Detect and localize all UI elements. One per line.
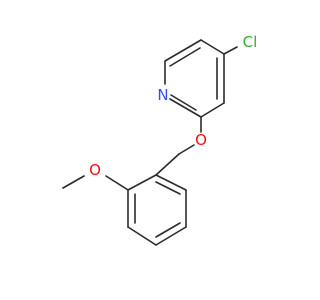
pyridine-ring bbox=[164, 39, 238, 133]
bond-c6-c5-inner bbox=[169, 47, 201, 67]
ether-linker bbox=[155, 144, 195, 176]
chemical-structure-diagram: Cl N O O bbox=[62, 33, 258, 246]
bond-c4-cl bbox=[223, 46, 238, 55]
bond-c6-c5 bbox=[164, 39, 202, 62]
bond-omethoxy-ch3 bbox=[62, 175, 85, 189]
bond-para-meta2-inner bbox=[155, 222, 181, 238]
bond-o-ch2 bbox=[178, 144, 195, 155]
bond-c2-n bbox=[169, 98, 202, 118]
pyridine-nitrogen-label: N bbox=[157, 86, 168, 104]
benzene-ring bbox=[62, 174, 187, 246]
bond-para-meta2 bbox=[155, 226, 187, 246]
bond-ortho2-ipso bbox=[155, 174, 187, 191]
ether-oxygen-label: O bbox=[195, 131, 207, 149]
bond-ch2-cipso bbox=[155, 153, 180, 176]
bond-ortho-omethoxy bbox=[105, 175, 129, 191]
chlorine-atom-label: Cl bbox=[243, 33, 258, 51]
bond-c2-n-inner bbox=[170, 94, 197, 111]
bond-ipso-ortho bbox=[127, 174, 157, 191]
bond-meta-para bbox=[127, 226, 157, 246]
bond-ortho2-ipso-inner bbox=[155, 181, 181, 195]
bond-c5-c4 bbox=[200, 39, 225, 55]
methoxy-oxygen-label: O bbox=[89, 161, 101, 179]
bond-c3-c2 bbox=[200, 102, 225, 118]
